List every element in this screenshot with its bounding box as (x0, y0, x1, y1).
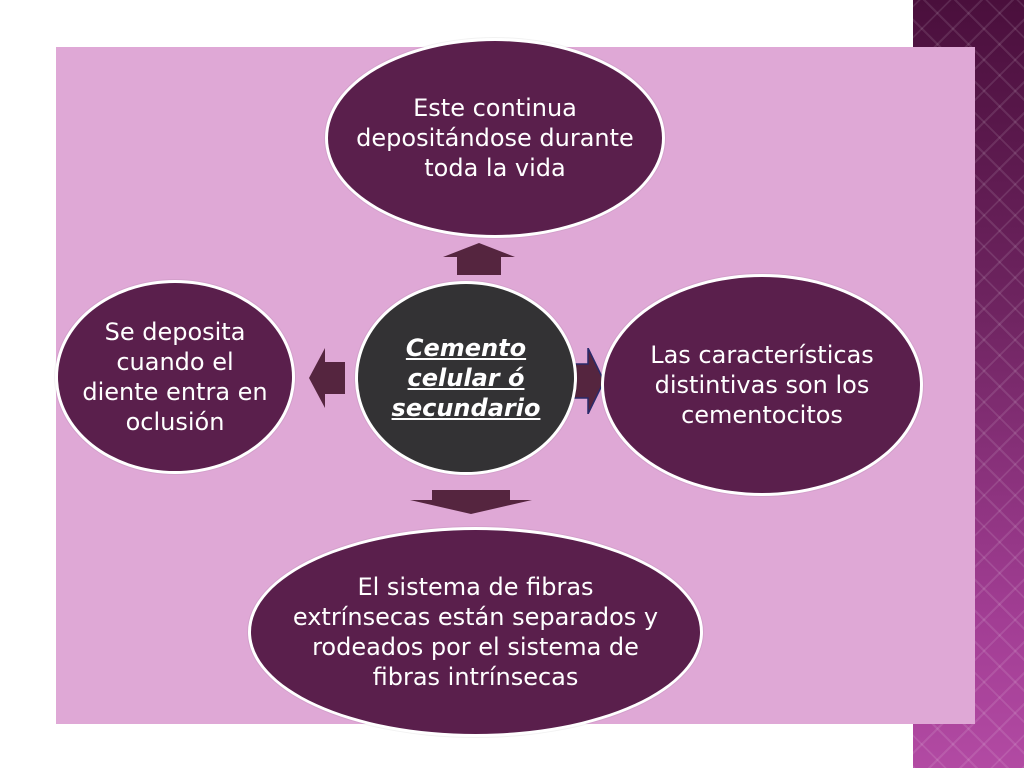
arrow-down (410, 490, 532, 514)
node-left-text: Se deposita cuando el diente entra en oc… (82, 318, 268, 436)
node-top: Este continua depositándose durante toda… (325, 38, 665, 238)
node-bottom: El sistema de fibras extrínsecas están s… (248, 527, 703, 737)
node-center: Cemento celular ó secundario (355, 281, 577, 475)
node-right: Las características distintivas son los … (601, 274, 923, 496)
node-right-text: Las características distintivas son los … (650, 341, 874, 429)
node-top-text: Este continua depositándose durante toda… (356, 94, 634, 182)
node-bottom-text: El sistema de fibras extrínsecas están s… (292, 573, 659, 691)
arrow-left (309, 348, 345, 408)
arrow-up (443, 243, 515, 275)
center-label: Cemento celular ó secundario (391, 334, 541, 422)
node-left: Se deposita cuando el diente entra en oc… (55, 280, 295, 474)
